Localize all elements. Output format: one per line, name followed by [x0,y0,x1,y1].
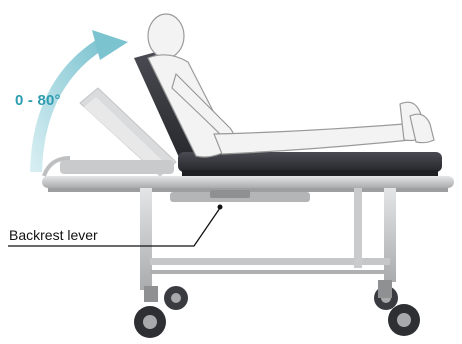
stretcher-frame [42,158,454,290]
lever-callout-dot [218,205,223,210]
backrest-lever-label: Backrest lever [9,227,98,243]
flat-backrest-ghost [60,160,174,174]
angle-range-label: 0 - 80° [15,92,61,109]
wheels [134,280,420,338]
patient-figure [148,14,434,157]
